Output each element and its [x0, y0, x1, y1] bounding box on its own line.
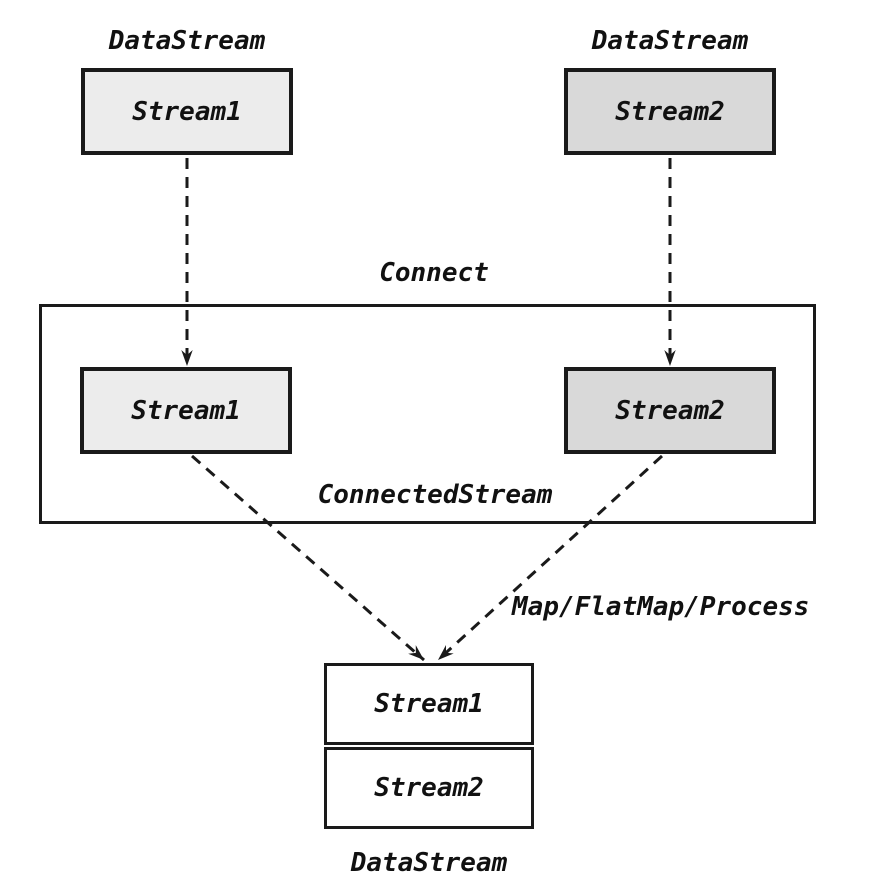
source-stream2-box: Stream2: [564, 68, 776, 155]
result-stream2-cell: Stream2: [324, 747, 534, 829]
datastream-type-label-left: DataStream: [108, 26, 266, 56]
source-stream1-box: Stream1: [81, 68, 293, 155]
result-stream1-cell: Stream1: [324, 663, 534, 745]
connected-stream2-box: Stream2: [564, 367, 776, 454]
connected-stream1-box: Stream1: [80, 367, 292, 454]
connectedstream-container: [39, 304, 816, 524]
datastream-type-label-right: DataStream: [591, 26, 749, 56]
connectedstream-type-label: ConnectedStream: [317, 480, 553, 510]
datastream-type-label-bottom: DataStream: [350, 848, 508, 878]
map-flatmap-process-edge-label: Map/FlatMap/Process: [512, 592, 810, 622]
connect-operation-label: Connect: [379, 258, 489, 288]
result-datastream-box: Stream1 Stream2: [324, 663, 534, 829]
